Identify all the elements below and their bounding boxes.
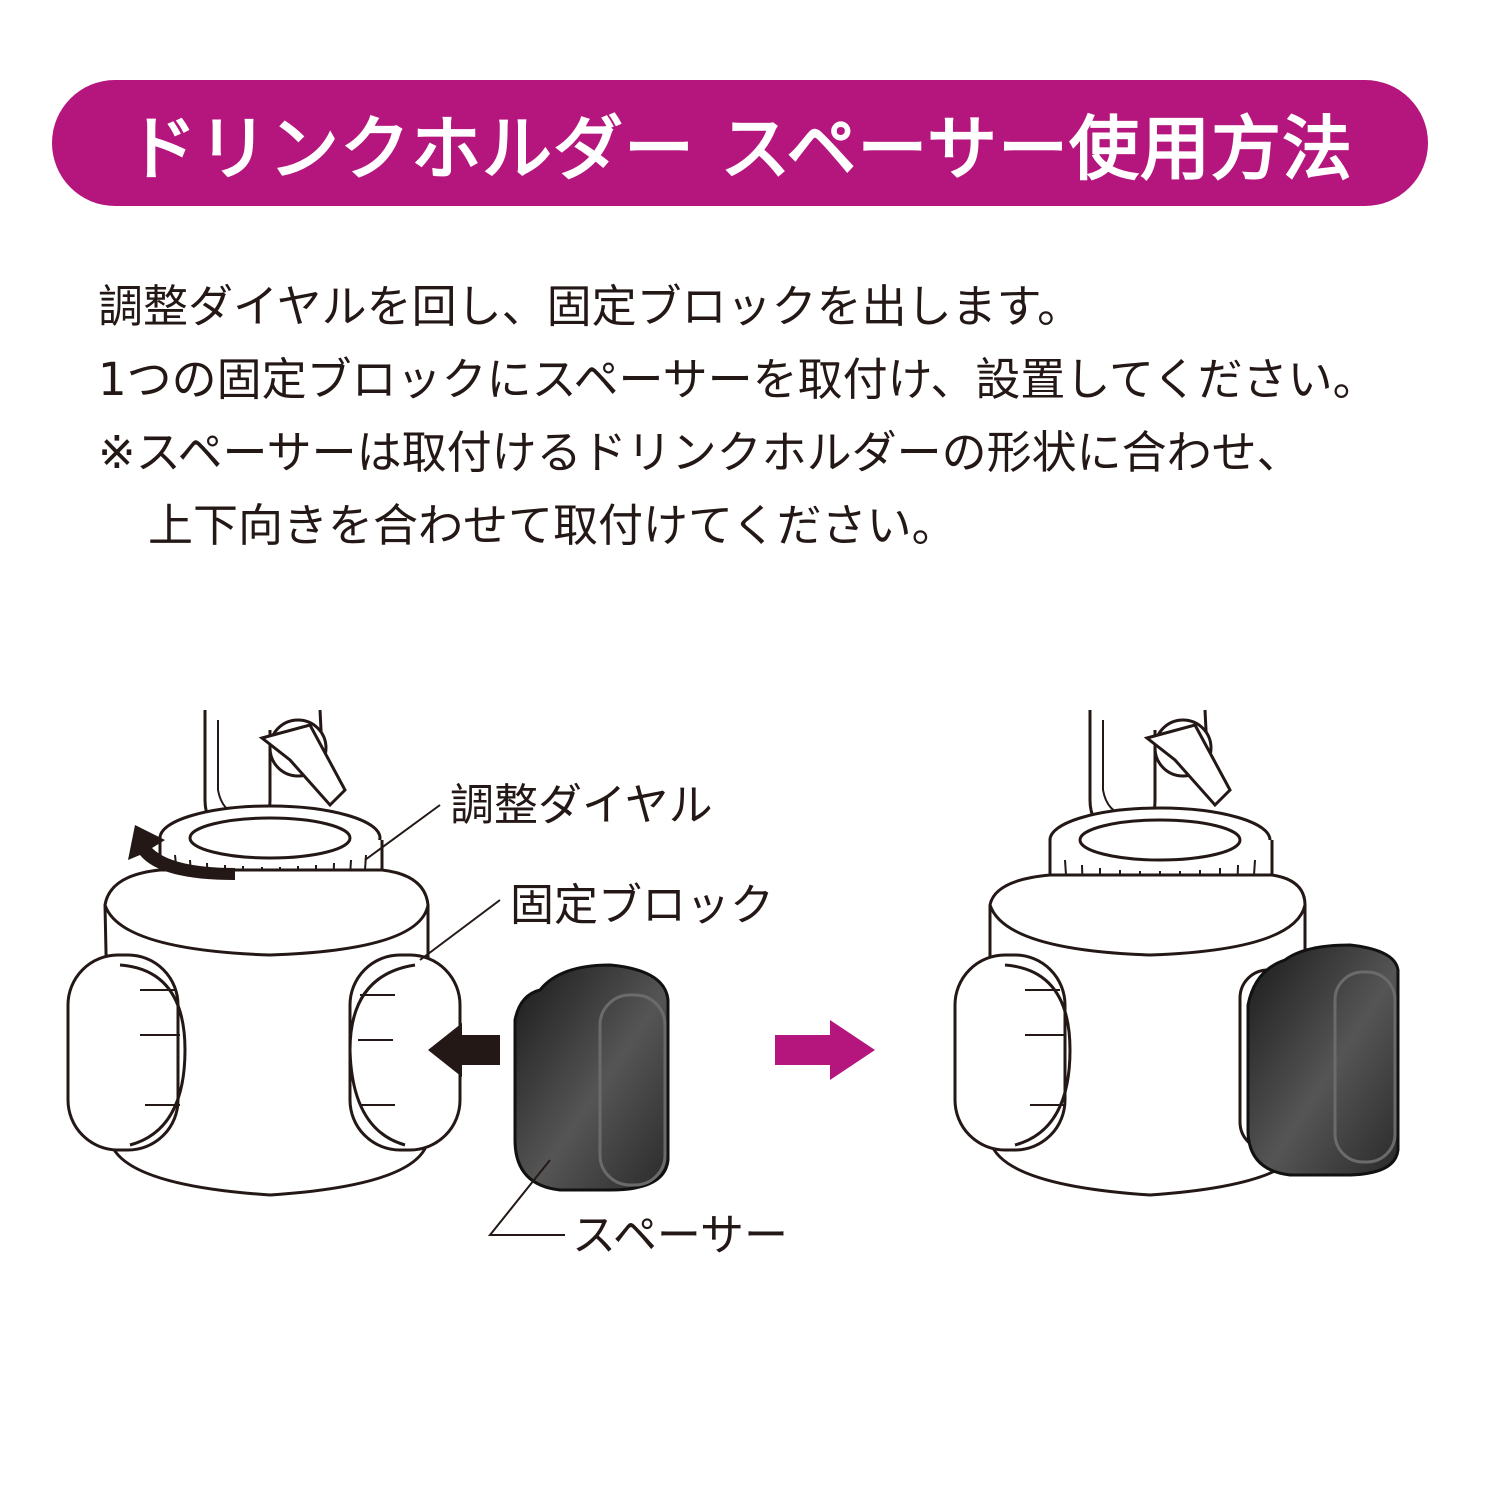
- page-title: ドリンクホルダー スペーサー使用方法: [126, 107, 1354, 190]
- spacer-leader-line: [487, 1159, 565, 1236]
- rotate-arrow-icon: [128, 825, 235, 880]
- instruction-line-1: 調整ダイヤルを回し、固定ブロックを出します。: [98, 280, 1083, 333]
- spacer-part: [513, 963, 670, 1192]
- cup-holder-before: [66, 709, 462, 1197]
- instruction-line-2: 1つの固定ブロックにスペーサーを取付け、設置してください。: [98, 353, 1378, 406]
- dial-label: 調整ダイヤル: [450, 780, 713, 831]
- fixed-block-left: [66, 953, 180, 1152]
- instructions: 調整ダイヤルを回し、固定ブロックを出します。 1つの固定ブロックにスペーサーを取…: [98, 270, 1438, 562]
- title-banner: ドリンクホルダー スペーサー使用方法: [52, 80, 1428, 206]
- dial-leader-line: [364, 804, 441, 861]
- next-step-arrow-icon: [775, 1020, 875, 1080]
- instruction-note-line-2: 上下向きを合わせて取付けてください。: [148, 499, 957, 552]
- instruction-note-line-1: ※スペーサーは取付けるドリンクホルダーの形状に合わせ、: [98, 426, 1302, 479]
- spacer-installed: [1246, 943, 1400, 1177]
- installation-diagram: 調整ダイヤル 固定ブロック スペーサー: [66, 709, 1400, 1261]
- block-label: 固定ブロック: [510, 880, 774, 931]
- spacer-label: スペーサー: [572, 1210, 788, 1261]
- insert-arrow-icon: [428, 1023, 500, 1077]
- cup-holder-after: [953, 709, 1307, 1197]
- block-leader-line: [419, 899, 501, 961]
